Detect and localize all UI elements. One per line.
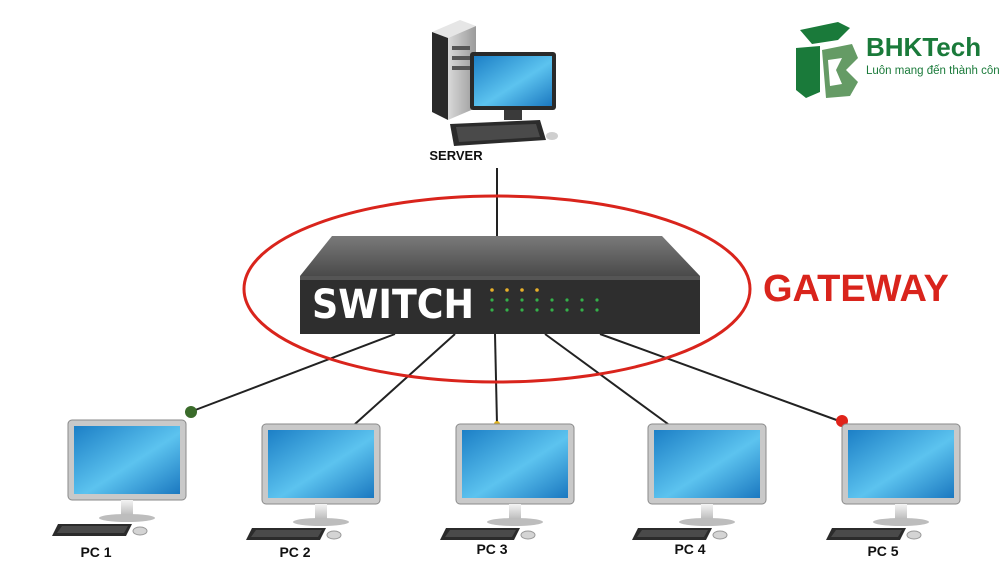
logo-slogan: Luôn mang đến thành công!	[866, 65, 1000, 77]
pc2-label: PC 2	[279, 544, 310, 560]
pc5-laptop	[825, 423, 961, 541]
bhktech-logo: BHKTech Luôn mang đến thành công!	[796, 22, 1000, 98]
pc3-label: PC 3	[476, 541, 507, 557]
gateway-label: GATEWAY	[763, 268, 949, 310]
pc4-label: PC 4	[674, 541, 705, 557]
switch-label: SWITCH	[312, 282, 474, 328]
cable-pc1	[189, 333, 396, 413]
link-dot-pc1	[185, 406, 197, 418]
bhk-logo-mark	[796, 22, 858, 98]
server-computer	[432, 20, 558, 146]
pc1-label: PC 1	[80, 544, 111, 560]
cable-pc5	[599, 333, 843, 423]
cable-pc2	[354, 333, 456, 425]
pc4-laptop	[631, 423, 767, 541]
logo-brand-text: BHKTech	[866, 32, 981, 62]
pc1-laptop	[51, 419, 187, 537]
switch-device	[300, 236, 700, 334]
cable-pc3	[494, 333, 498, 425]
cables	[189, 168, 843, 425]
pc5-label: PC 5	[867, 543, 898, 559]
pc2-laptop	[245, 423, 381, 541]
switch-leds	[490, 288, 599, 312]
pc3-laptop	[439, 423, 575, 541]
gateway-highlight-ring	[242, 194, 752, 384]
cable-pc4	[544, 333, 669, 425]
server-label: SERVER	[429, 148, 483, 163]
